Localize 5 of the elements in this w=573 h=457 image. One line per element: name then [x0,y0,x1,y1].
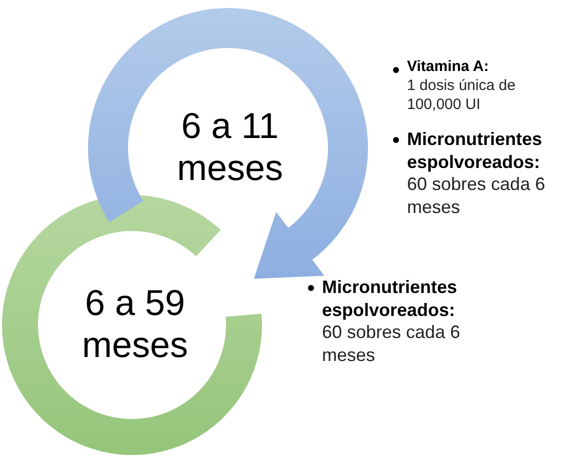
bullet-text: Vitamina A: 1 dosis única de 100,000 UI [407,58,516,114]
node-label: 6 a 59 meses [80,282,190,366]
node-label: 6 a 11 meses [176,105,284,189]
bullet-text: Micronutrientes espolvoreados: 60 sobres cada 6 meses [407,128,546,218]
bullet-text: Micronutrientes espolvoreados: 60 sobres cada 6 meses [322,276,462,366]
